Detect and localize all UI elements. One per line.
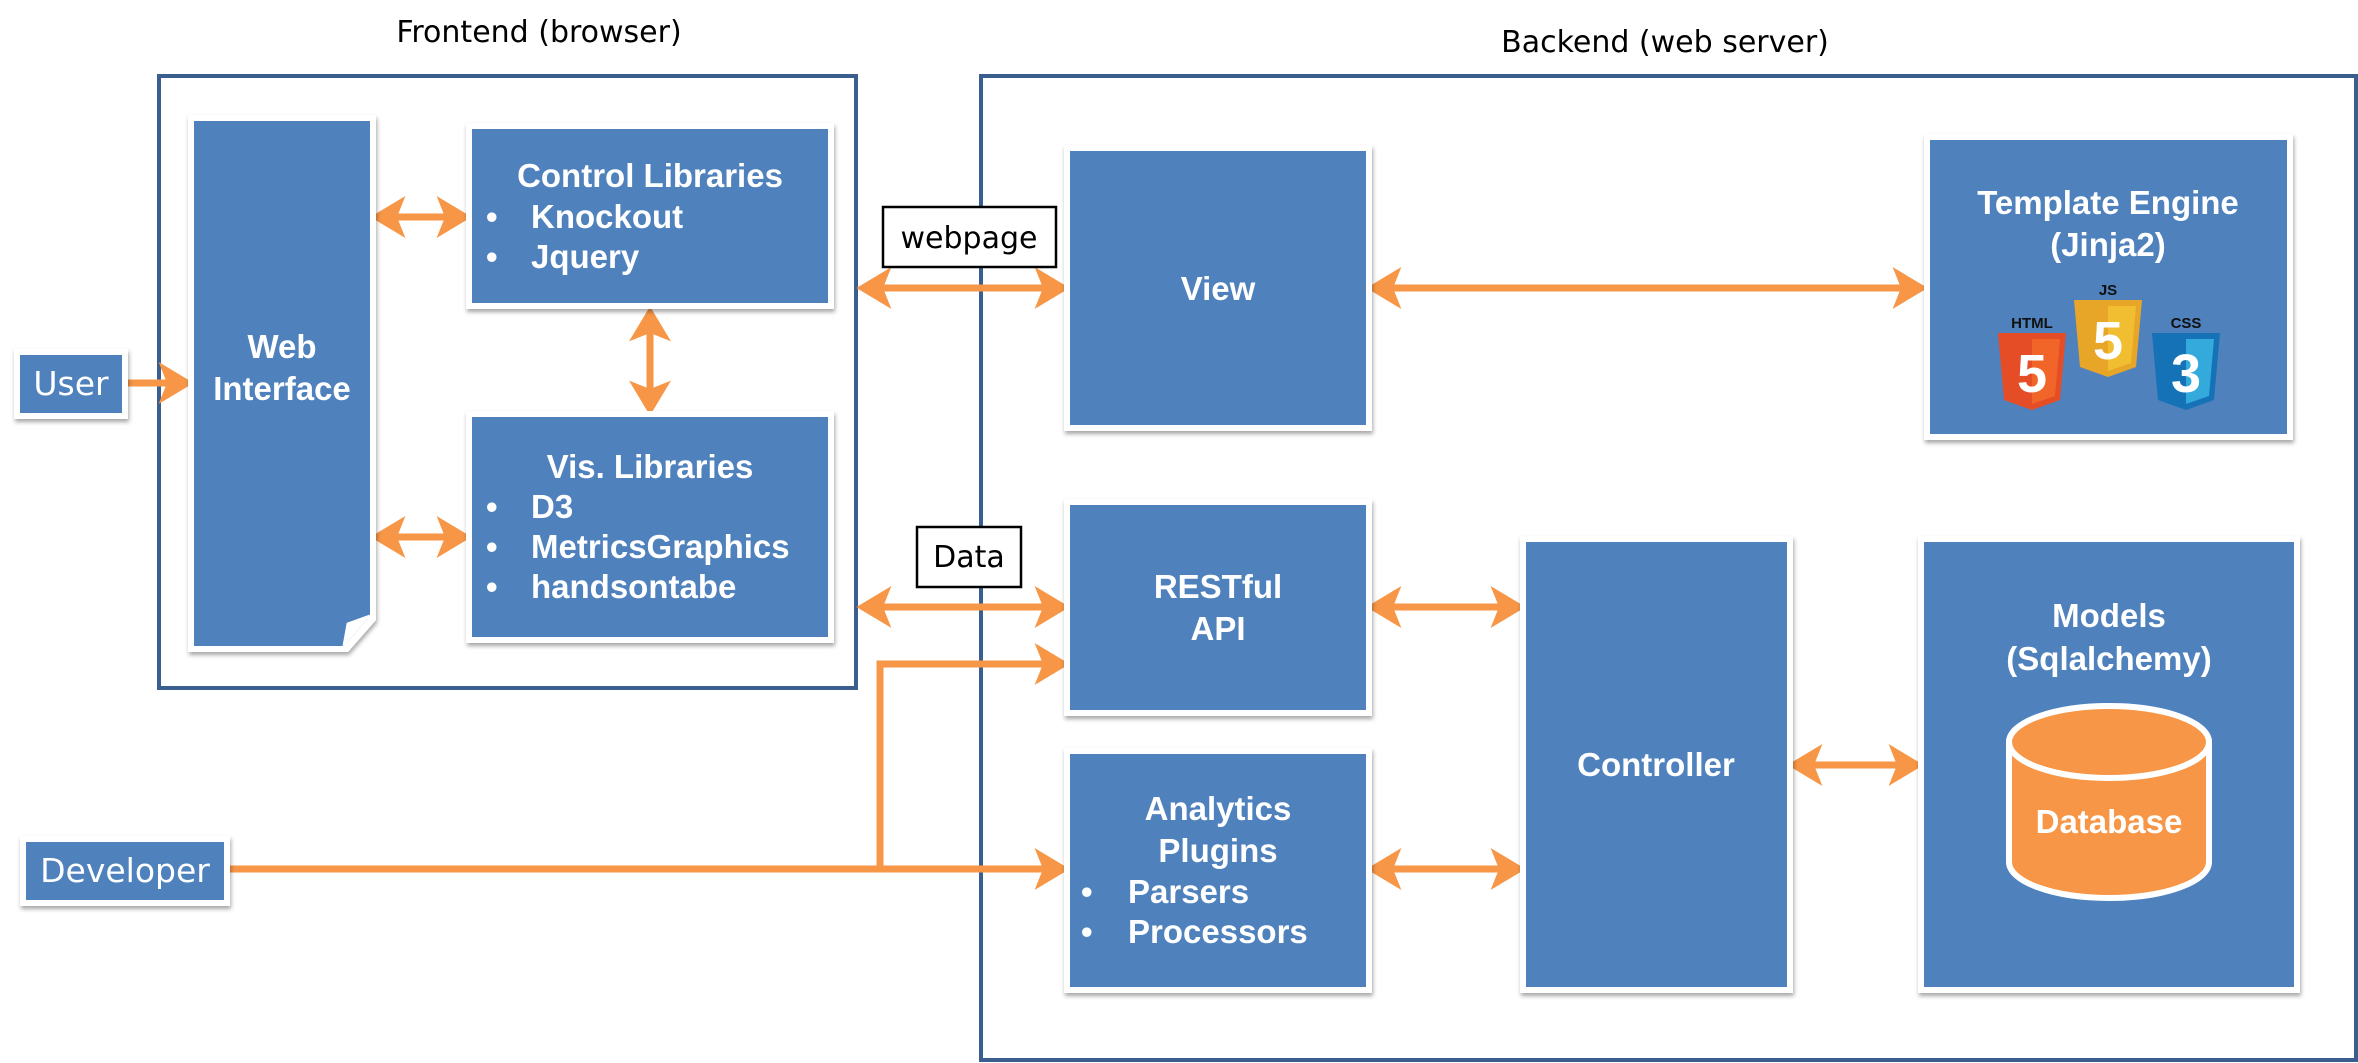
template-engine-subtitle: (Jinja2) <box>2050 226 2166 263</box>
html5-icon: HTML 5 <box>1998 315 2066 410</box>
restful-api-box: RESTful API <box>1064 499 1372 716</box>
vis-library-item: D3 <box>531 488 573 525</box>
analytics-plugins-line2: Plugins <box>1158 832 1277 869</box>
bullet: • <box>486 568 498 605</box>
vis-library-item: MetricsGraphics <box>531 528 790 565</box>
control-libraries-box: Control Libraries • Knockout • Jquery <box>466 123 834 309</box>
vis-library-item: handsontabe <box>531 568 736 605</box>
models-subtitle: (Sqlalchemy) <box>2006 640 2211 677</box>
user-label: User <box>33 364 109 403</box>
analytics-plugin-item: Processors <box>1128 913 1308 950</box>
js-icon-glyph: 5 <box>2093 311 2123 371</box>
web-interface-line1: Web <box>247 328 316 365</box>
backend-region-label: Backend (web server) <box>1501 25 1829 60</box>
models-title: Models <box>2052 597 2166 634</box>
analytics-plugins-line1: Analytics <box>1145 790 1292 827</box>
analytics-plugins-box: Analytics Plugins • Parsers • Processors <box>1064 748 1372 993</box>
frontend-region-label: Frontend (browser) <box>396 15 681 50</box>
page-curl-icon <box>342 614 371 647</box>
bullet: • <box>1081 873 1093 910</box>
view-box: View <box>1064 145 1372 431</box>
vis-libraries-box: Vis. Libraries • D3 • MetricsGraphics • … <box>466 411 834 643</box>
webpage-connector-label: webpage <box>881 205 1058 269</box>
bullet: • <box>486 528 498 565</box>
bullet: • <box>1081 913 1093 950</box>
template-engine-box: Template Engine (Jinja2) HTML 5 JS 5 CSS… <box>1924 134 2293 440</box>
restful-api-line1: RESTful <box>1154 568 1282 605</box>
css3-icon-glyph: 3 <box>2171 344 2201 404</box>
control-libraries-title: Control Libraries <box>517 157 783 194</box>
bullet: • <box>486 238 498 275</box>
css3-icon: CSS 3 <box>2152 315 2220 410</box>
controller-box: Controller <box>1520 536 1793 993</box>
control-library-item: Knockout <box>531 198 683 235</box>
arrow-developer-to-restful-api <box>230 643 1070 873</box>
developer-actor: Developer <box>20 836 230 906</box>
vis-libraries-title: Vis. Libraries <box>547 448 754 485</box>
html5-icon-glyph: 5 <box>2017 344 2047 404</box>
data-connector-label: Data <box>915 525 1023 589</box>
html5-icon-label: HTML <box>2011 315 2053 332</box>
bullet: • <box>486 198 498 235</box>
developer-label: Developer <box>40 851 210 890</box>
database-icon: Database <box>2006 703 2212 901</box>
webpage-label-text: webpage <box>901 221 1038 256</box>
view-label: View <box>1181 270 1256 307</box>
web-interface-box: Web Interface <box>188 115 376 652</box>
control-library-item: Jquery <box>531 238 640 275</box>
arrows <box>128 196 1928 890</box>
analytics-plugin-item: Parsers <box>1128 873 1249 910</box>
js-icon: JS 5 <box>2074 282 2142 377</box>
controller-label: Controller <box>1577 746 1735 783</box>
template-engine-title: Template Engine <box>1977 184 2239 221</box>
user-actor: User <box>14 349 128 419</box>
web-interface-line2: Interface <box>213 370 351 407</box>
js-icon-label: JS <box>2099 282 2117 299</box>
bullet: • <box>486 488 498 525</box>
restful-api-line2: API <box>1190 610 1245 647</box>
database-label: Database <box>2036 803 2183 840</box>
models-box: Models (Sqlalchemy) Database <box>1918 536 2300 993</box>
data-label-text: Data <box>933 540 1005 575</box>
css3-icon-label: CSS <box>2171 315 2202 332</box>
